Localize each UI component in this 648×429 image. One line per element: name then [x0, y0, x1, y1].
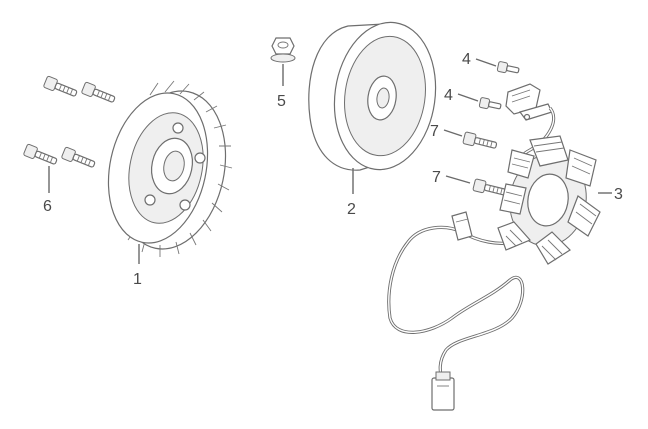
callout-4-upper: 4 — [462, 51, 471, 68]
callout-6: 6 — [43, 198, 52, 215]
fan-bolt — [23, 143, 58, 165]
leader-4-lower — [457, 93, 479, 102]
stator-bolt — [462, 131, 498, 149]
flywheel-rotor — [308, 21, 437, 171]
fan-bolt — [61, 146, 96, 168]
callout-3: 3 — [614, 186, 623, 203]
pulser-coil — [505, 83, 553, 121]
leader-4-upper — [475, 58, 497, 67]
callout-5: 5 — [277, 93, 286, 110]
small-bolt — [496, 61, 520, 74]
fan-bolt — [43, 75, 78, 97]
harness-connector — [431, 377, 455, 411]
flange-nut — [270, 37, 296, 63]
fan-bolts — [23, 75, 116, 168]
callout-1: 1 — [133, 271, 142, 288]
callout-7-lower: 7 — [432, 169, 441, 186]
callout-2: 2 — [347, 201, 356, 218]
stator-wiring — [387, 106, 556, 411]
callout-4-lower: 4 — [444, 87, 453, 104]
stator-bolt — [472, 178, 508, 196]
callout-7-upper: 7 — [430, 123, 439, 140]
leader-7-upper — [443, 129, 463, 137]
stator — [497, 135, 601, 265]
leader-7-lower — [445, 175, 471, 184]
small-bolt — [478, 97, 502, 110]
fan-bolt — [81, 81, 116, 103]
cooling-fan — [107, 80, 233, 257]
stator-coils — [497, 135, 601, 265]
